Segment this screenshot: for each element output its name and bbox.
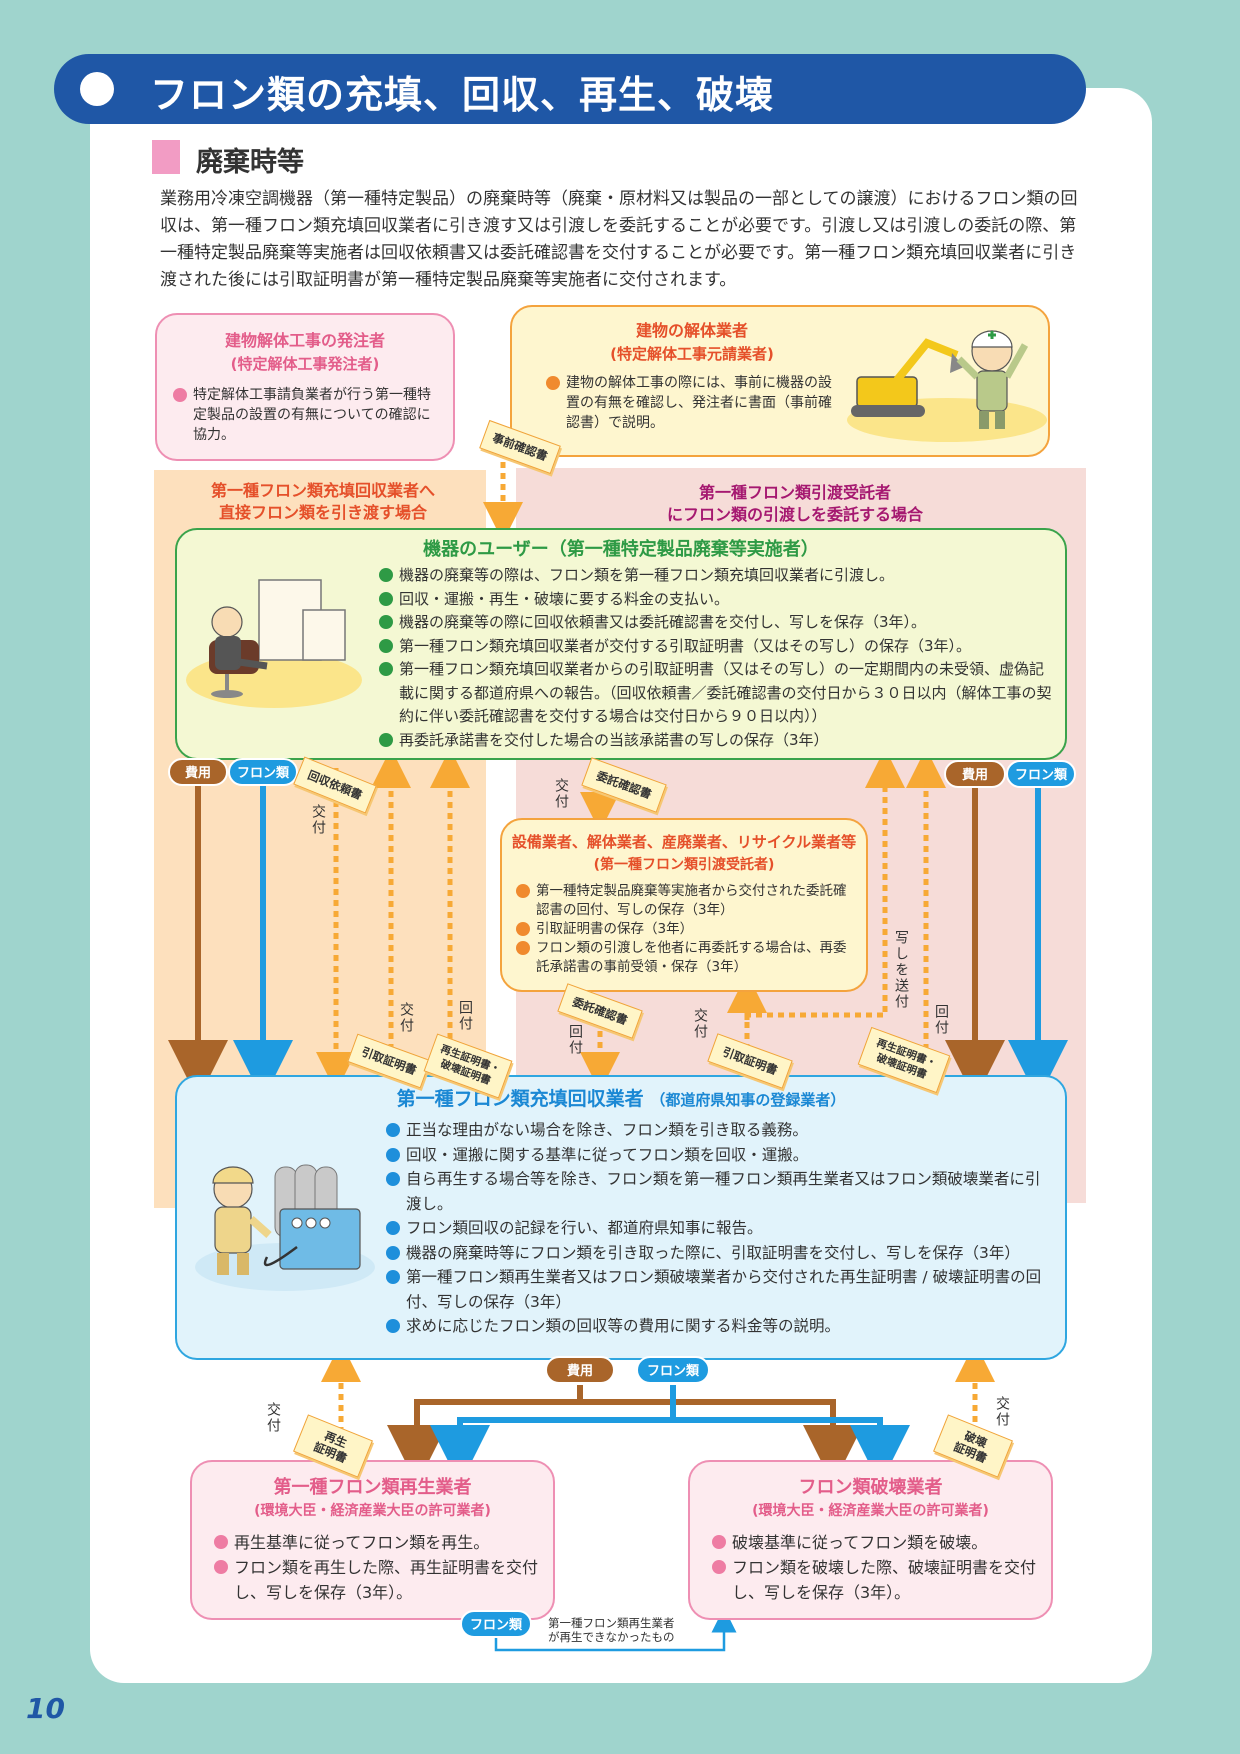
label-deliver: 交付 [692,1008,708,1040]
zone-consigned-title: 第一種フロン類引渡受託者 にフロン類の引渡しを委託する場合 [666,483,923,524]
regenerator-box: 第一種フロン類再生業者 (環境大臣・経済産業大臣の許可業者) 再生基準に従ってフ… [190,1460,555,1620]
freon-pill-left: フロン類 [228,758,298,786]
freon-arrows [233,785,1068,1652]
orderer-box: 建物解体工事の発注者 (特定解体工事発注者) 特定解体工事請負業者が行う第一種特… [155,313,455,461]
label-circulate: 回付 [457,1000,473,1032]
regenerator-item: 再生基準に従ってフロン類を再生。 [212,1530,553,1555]
orderer-title: 建物解体工事の発注者 [224,331,385,350]
collector-illustration [195,1164,375,1291]
demolisher-title: 建物の解体業者 [635,321,748,340]
collector-name: 第一種フロン類充填回収業者 [396,1088,644,1110]
excavator-worker-illustration [847,330,1047,442]
demolisher-item: 建物の解体工事の際には、事前に機器の設置の有無を確認し、発注者に書面（事前確認書… [544,373,844,433]
collector-item: 第一種フロン類再生業者又はフロン類破壊業者から交付された再生証明書 / 破壊証明… [384,1265,1054,1314]
agent-item: フロン類の引渡しを他者に再委託する場合は、再委託承諾書の事前受領・保存（3年） [514,939,856,977]
label-deliver: 交付 [994,1396,1010,1428]
regenerator-title: 第一種フロン類再生業者 [273,1477,472,1498]
destroyer-title: フロン類破壊業者 [798,1477,943,1498]
destroyer-box: フロン類破壊業者 (環境大臣・経済産業大臣の許可業者) 破壊基準に従ってフロン類… [688,1460,1053,1620]
collector-item: フロン類回収の記録を行い、都道府県知事に報告。 [384,1216,1054,1241]
user-item: 第一種フロン類充填回収業者からの引取証明書（又はその写し）の一定期間内の未受領、… [377,658,1052,729]
agent-subtitle: (第一種フロン類引渡受託者) [593,857,775,873]
agent-item: 第一種特定製品廃棄等実施者から交付された委託確認書の回付、写しの保存（3年） [514,882,856,920]
zone-direct-title: 第一種フロン類充填回収業者へ 直接フロン類を引き渡す場合 [210,481,435,522]
collector-item: 回収・運搬に関する基準に従ってフロン類を回収・運搬。 [384,1143,1054,1168]
destroyer-item: 破壊基準に従ってフロン類を破壊。 [710,1530,1051,1555]
leftover-note: 第一種フロン類再生業者 が再生できなかったもの [548,1616,675,1644]
agent-box: 設備業者、解体業者、産廃業者、リサイクル業者等 (第一種フロン類引渡受託者) 第… [500,818,868,992]
section-marker [152,140,180,174]
collector-item: 正当な理由がない場合を除き、フロン類を引き取る義務。 [384,1118,1054,1143]
title-bar [54,54,1086,124]
user-illustration [186,579,362,708]
freon-pill-right: フロン類 [1006,760,1076,788]
user-item: 第一種フロン類充填回収業者が交付する引取証明書（又はその写し）の保存（3年）。 [377,635,1052,659]
label-deliver: 交付 [265,1402,281,1434]
user-item: 回収・運搬・再生・破壊に要する料金の支払い。 [377,588,1052,612]
freon-pill-leftover: フロン類 [460,1610,532,1638]
freon-pill-bottom: フロン類 [636,1356,710,1384]
agent-title: 設備業者、解体業者、産廃業者、リサイクル業者等 [511,833,857,851]
title-bullet-icon [80,72,114,106]
cost-pill-right: 費用 [944,760,1006,788]
label-deliver: 交付 [553,778,569,810]
orderer-item: 特定解体工事請負業者が行う第一種特定製品の設置の有無についての確認に協力。 [171,385,439,445]
regenerator-item: フロン類を再生した際、再生証明書を交付し、写しを保存（3年）。 [212,1555,553,1605]
intro-text: 業務用冷凍空調機器（第一種特定製品）の廃棄時等（廃棄・原材料又は製品の一部として… [160,189,1078,290]
label-deliver: 交付 [398,1002,414,1034]
cost-pill-bottom: 費用 [545,1356,615,1384]
page-title: フロン類の充填、回収、再生、破壊 [150,73,775,117]
collector-subtitle: （都道府県知事の登録業者） [650,1091,846,1109]
user-item: 機器の廃棄等の際は、フロン類を第一種フロン類充填回収業者に引渡し。 [377,564,1052,588]
user-item: 機器の廃棄等の際に回収依頼書又は委託確認書を交付し、写しを保存（3年）。 [377,611,1052,635]
user-item: 再委託承諾書を交付した場合の当該承諾書の写しの保存（3年） [377,729,1052,753]
label-circulate: 回付 [933,1004,949,1036]
collector-item: 機器の廃棄時等にフロン類を引き取った際に、引取証明書を交付し、写しを保存（3年） [384,1241,1054,1266]
collector-item: 求めに応じたフロン類の回収等の費用に関する料金等の説明。 [384,1314,1054,1339]
label-deliver: 交付 [310,804,326,836]
cost-pill-left: 費用 [168,758,228,786]
user-title: 機器のユーザー（第一種特定製品廃棄等実施者） [423,539,819,560]
collector-box: 第一種フロン類充填回収業者 （都道府県知事の登録業者） 正当な理由がない場合を除… [175,1075,1067,1360]
collector-title: 第一種フロン類充填回収業者 （都道府県知事の登録業者） [177,1087,1065,1112]
agent-item: 引取証明書の保存（3年） [514,920,856,939]
demolisher-subtitle: (特定解体工事元請業者) [610,345,774,363]
user-box: 機器のユーザー（第一種特定製品廃棄等実施者） 機器の廃棄等の際は、フロン類を第一… [175,528,1067,760]
destroyer-subtitle: (環境大臣・経済産業大臣の許可業者) [752,1503,989,1519]
demolisher-box: 建物の解体業者 (特定解体工事元請業者) 建物の解体工事の際には、事前に機器の設… [510,305,1050,457]
section-title: 廃棄時等 [196,147,304,178]
orderer-subtitle: (特定解体工事発注者) [230,355,380,373]
page-number: 10 [26,1692,65,1725]
cost-arrows [168,785,1005,1485]
regenerator-subtitle: (環境大臣・経済産業大臣の許可業者) [254,1503,491,1519]
collector-item: 自ら再生する場合等を除き、フロン類を第一種フロン類再生業者又はフロン類破壊業者に… [384,1167,1054,1216]
label-circulate: 回付 [567,1024,583,1056]
destroyer-item: フロン類を破壊した際、破壊証明書を交付し、写しを保存（3年）。 [710,1555,1051,1605]
label-send-copy: 写しを送付 [893,930,909,1010]
